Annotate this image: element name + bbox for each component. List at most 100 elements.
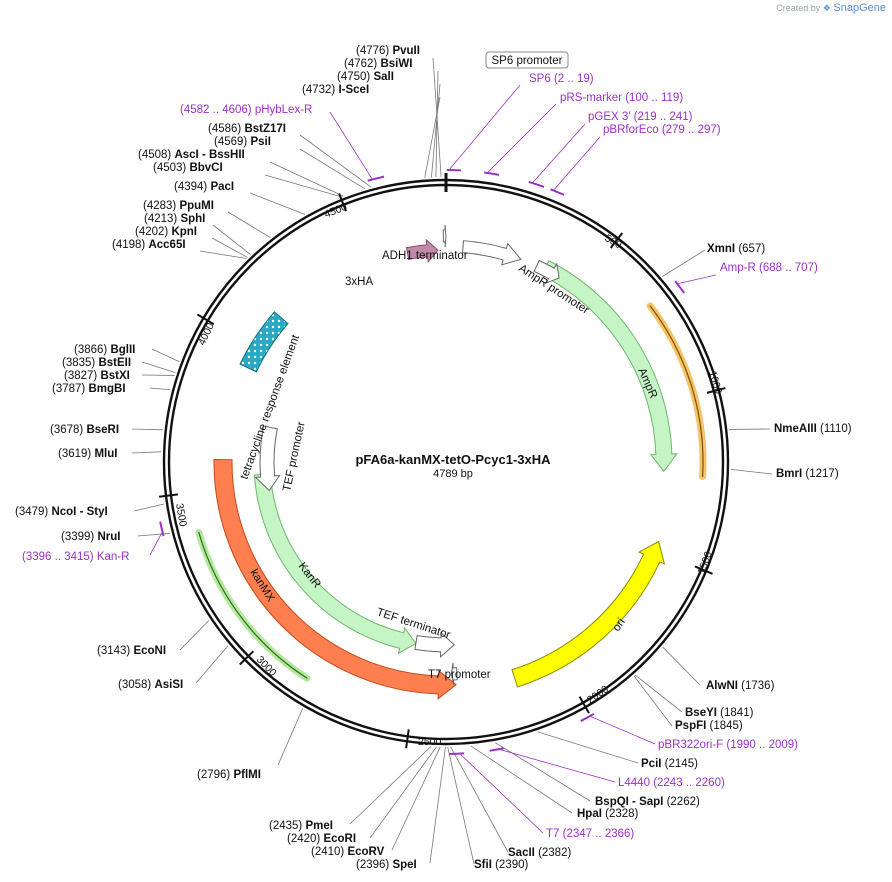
enzyme-leader-line [662,249,706,277]
sp6-promoter-box [485,51,569,69]
feature-arrows [195,224,707,700]
enzyme-label: (4202) KpnI [135,226,197,238]
primer-mark [484,171,500,176]
enzyme-label: (4732) I-SceI [302,84,369,96]
enzyme-leader-line [277,708,304,766]
primer-leader-line [500,749,616,783]
primer-mark [449,752,465,755]
tef-promoter-label: TEF promoter [281,421,308,493]
enzyme-label: BspQI - SapI (2262) [595,796,700,808]
primer-leader-line [590,716,656,745]
enzyme-leader-line [269,161,344,197]
enzyme-label: (3479) NcoI - StyI [15,506,108,518]
enzyme-label: XmnI (657) [707,243,765,255]
kanr-highlight-line [198,531,308,679]
credit-brand: SnapGene [833,2,886,14]
enzyme-leader-line [141,361,176,373]
tick-label: 1500 [696,550,715,576]
enzyme-leader-line [369,746,437,839]
tre-block [239,311,289,373]
enzyme-leader-line [131,451,162,454]
enzyme-label: (2396) SpeI [356,859,417,871]
enzyme-leader-line [633,675,673,727]
enzyme-label: (4198) Acc65I [112,239,186,251]
primer-mark [674,280,685,294]
plasmid-size: 4789 bp [433,468,473,480]
ha-tag-label: 3xHA [345,276,373,288]
enzyme-label: PciI (2145) [641,758,698,770]
enzyme-label: (4394) PacI [174,181,234,193]
enzyme-label: (4569) PsiI [214,136,271,148]
primer-mark [580,712,595,722]
enzyme-label: (4503) BbvCI [153,162,223,174]
position-tick [405,729,410,749]
enzyme-label: (3866) BglII [74,344,135,356]
position-tick [694,565,713,575]
enzyme-leader-line [635,674,683,713]
enzyme-leader-line [537,731,639,764]
primer-label: pBR322ori-F (1990 .. 2009) [658,739,798,751]
plasmid-name: pFA6a-kanMX-tetO-Pcyc1-3xHA [355,452,551,467]
enzyme-leader-line [435,70,439,178]
enzyme-labels: (4776) PvuII (4762) BsiWI (4750) SalI (4… [15,45,852,871]
position-tick [158,493,179,498]
position-tick [338,193,347,212]
primer-label: pBRforEco (279 .. 297) [603,124,721,136]
enzyme-label: (3058) AsiSI [118,679,183,691]
primer-mark [367,175,385,182]
primer-label: pGEX 3' (219 .. 241) [588,111,693,123]
tef-promoter-arrow [254,425,281,492]
enzyme-label: (4508) AscI - BssHII [138,149,245,161]
enzyme-label: (4750) SalI [337,71,394,83]
enzyme-leader-line [349,746,432,825]
enzyme-label: (3143) EcoNI [97,645,166,657]
enzyme-label: (3787) BmgBI [52,383,126,395]
primer-mark [159,521,165,537]
enzyme-label: BseYI (1841) [685,707,754,719]
primer-mark [489,747,504,752]
primer-leader-line [449,84,521,170]
sp6-promoter-label: SP6 promoter [492,55,563,67]
enzyme-leader-line [450,746,509,853]
position-tick [578,696,590,714]
enzyme-label: (3678) BseRI [50,424,119,436]
primer-leader-line [460,754,544,834]
enzyme-leader-line [195,645,229,684]
enzyme-leader-line [424,96,441,178]
t7-promoter-arrow [450,662,458,685]
kanr-arrow [253,473,417,655]
ori-arrow [511,540,666,688]
enzyme-label: NmeAIII (1110) [774,423,852,435]
enzyme-leader-line [264,174,342,198]
enzyme-label: AlwNI (1736) [706,680,775,692]
primer-label: L4440 (2243 .. 2260) [618,777,725,789]
snapgene-credit: Created by ❖ SnapGene [776,2,886,14]
primer-label: pRS-marker (100 .. 119) [560,92,683,104]
enzyme-label: (3835) BstEII [62,357,131,369]
enzyme-label: (3619) MluI [58,448,117,460]
primer-label: (3396 .. 3415) Kan-R [22,551,129,563]
enzyme-label: BmrI (1217) [776,468,839,480]
tick-label: 3500 [173,502,189,527]
enzyme-leader-line [299,134,372,188]
enzyme-leader-line [431,83,441,178]
tef-terminator-arrow [414,631,456,659]
primer-leader-line [678,274,717,284]
enzyme-label: HpaI (2328) [577,808,639,820]
ampr-arrow [540,260,678,473]
enzyme-leader-line [227,211,271,238]
enzyme-leader-line [211,237,248,258]
enzyme-label: SfiI (2390) [474,859,529,871]
primer-marks [149,84,717,834]
position-tick [706,387,726,394]
enzyme-label: (3399) NruI [61,531,120,543]
enzyme-label: (2420) EcoRI [287,833,356,845]
adh1-terminator-arrow [461,240,522,266]
position-tick [609,232,624,249]
enzyme-label: (4213) SphI [144,213,205,225]
credit-prefix: Created by [776,3,821,13]
enzyme-label: (2435) PmeI [269,820,333,832]
sp6-promoter-arrow [442,224,447,248]
enzyme-leader-line [179,619,210,651]
